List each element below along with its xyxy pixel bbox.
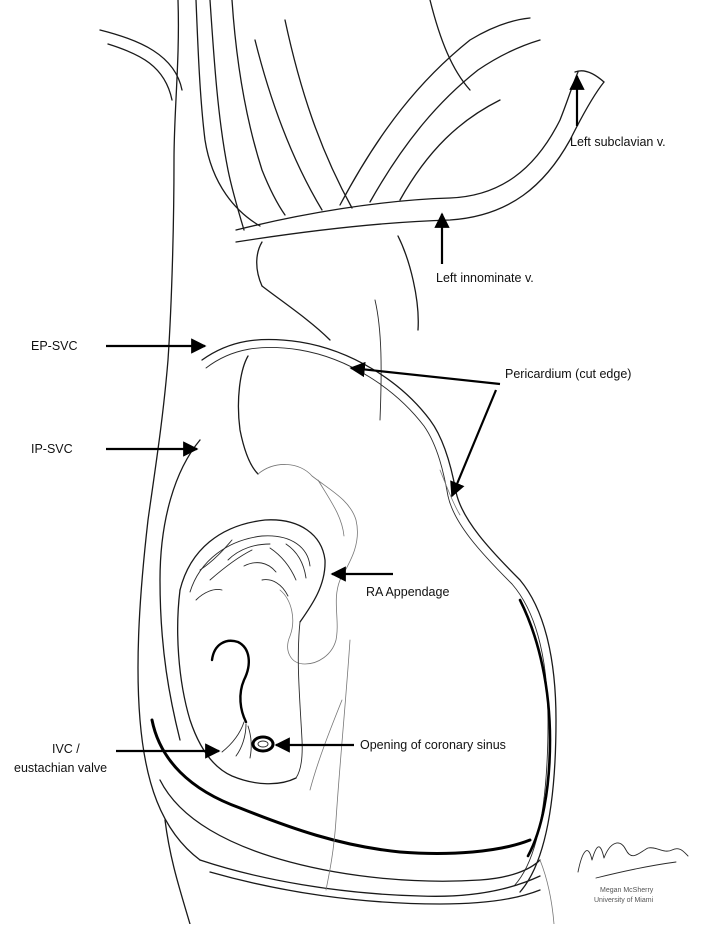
label-ivc: IVC / eustachian valve: [14, 742, 219, 775]
aortic-root: [262, 286, 330, 340]
label-ra-appendage-text: RA Appendage: [366, 585, 449, 599]
label-left-innominate-text: Left innominate v.: [436, 271, 534, 285]
pericardium-inner: [206, 347, 548, 886]
label-left-innominate: Left innominate v.: [436, 214, 534, 285]
label-coronary-sinus-text: Opening of coronary sinus: [360, 738, 506, 752]
signature-affiliation: University of Miami: [594, 897, 654, 904]
pectinate-8: [196, 589, 222, 600]
svc-right-wall: [138, 0, 200, 860]
arrow-pericardium-lower: [452, 390, 496, 496]
coronary-sinus-ring: [253, 737, 273, 751]
ivc-bottom-sweep: [200, 860, 540, 896]
fossa-hook: [212, 641, 249, 722]
ivc-left-wall: [165, 820, 190, 924]
pectinate-4: [270, 548, 296, 580]
svc-outer-curve-2: [108, 44, 172, 100]
vessel-4: [285, 20, 352, 208]
pulmonary-line: [375, 300, 381, 420]
label-pericardium: Pericardium (cut edge): [351, 367, 631, 496]
vessel-5: [340, 18, 530, 205]
ev-fan-3: [248, 726, 251, 758]
label-ivc-line1: IVC /: [52, 742, 80, 756]
signature-name: Megan McSherry: [600, 887, 654, 894]
svc-left-wall: [196, 0, 260, 226]
heart-inner-left: [238, 356, 258, 474]
vessel-2: [232, 0, 285, 215]
innominate-upper: [236, 72, 578, 230]
label-ep-svc: EP-SVC: [31, 339, 205, 353]
pericardium-outer: [202, 339, 556, 892]
label-ivc-line2: eustachian valve: [14, 761, 107, 775]
label-ip-svc-text: IP-SVC: [31, 442, 73, 456]
label-ip-svc: IP-SVC: [31, 442, 197, 456]
aortic-bulge-left: [257, 242, 262, 286]
ra-tv-line: [296, 622, 302, 778]
label-pericardium-text: Pericardium (cut edge): [505, 367, 631, 381]
signature-scrawl: [578, 843, 688, 872]
ra-wall-inner: [318, 480, 344, 536]
label-ep-svc-text: EP-SVC: [31, 339, 78, 353]
pectinate-6: [244, 563, 276, 572]
artist-signature: Megan McSherry University of Miami: [578, 843, 688, 904]
crista-arch: [180, 520, 325, 622]
arrow-pericardium-upper: [351, 368, 500, 384]
label-left-subclavian-text: Left subclavian v.: [570, 135, 666, 149]
left-border-heavy: [520, 600, 550, 856]
label-ra-appendage: RA Appendage: [332, 574, 449, 599]
vessel-3: [255, 40, 322, 210]
vessel-7: [400, 100, 500, 200]
subclavian-tip: [575, 71, 604, 82]
coronary-sinus-inner: [258, 741, 268, 747]
pericardium-shade: [440, 470, 460, 515]
signature-scrawl-2: [596, 862, 676, 878]
label-coronary-sinus: Opening of coronary sinus: [276, 738, 506, 752]
aortic-bulge-right: [398, 236, 418, 330]
epicardial-vessel: [326, 640, 350, 890]
right-bottom-line: [540, 860, 554, 924]
svc-outer-curve: [100, 30, 182, 90]
ra-appendage-contour: [258, 464, 357, 664]
heart-drawing: [100, 0, 604, 924]
